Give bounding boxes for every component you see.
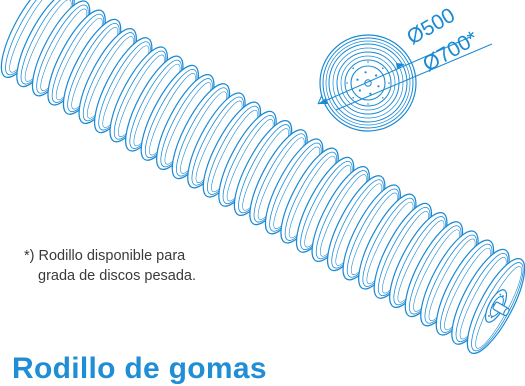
dimension-lines xyxy=(317,36,493,111)
roller-illustration: Ø500 Ø700* xyxy=(0,0,525,354)
roller-shaft xyxy=(484,289,510,323)
roller-discs xyxy=(0,0,525,354)
end-view-detail xyxy=(319,34,417,132)
footnote-line-1: *) Rodillo disponible para xyxy=(24,248,186,264)
footnote-line-2: grada de discos pesada. xyxy=(38,268,196,284)
axle xyxy=(492,301,510,317)
section-heading: Rodillo de gomas xyxy=(12,352,267,385)
roller-disc xyxy=(31,0,91,97)
footnote: *) Rodillo disponible para grada de disc… xyxy=(24,246,196,286)
